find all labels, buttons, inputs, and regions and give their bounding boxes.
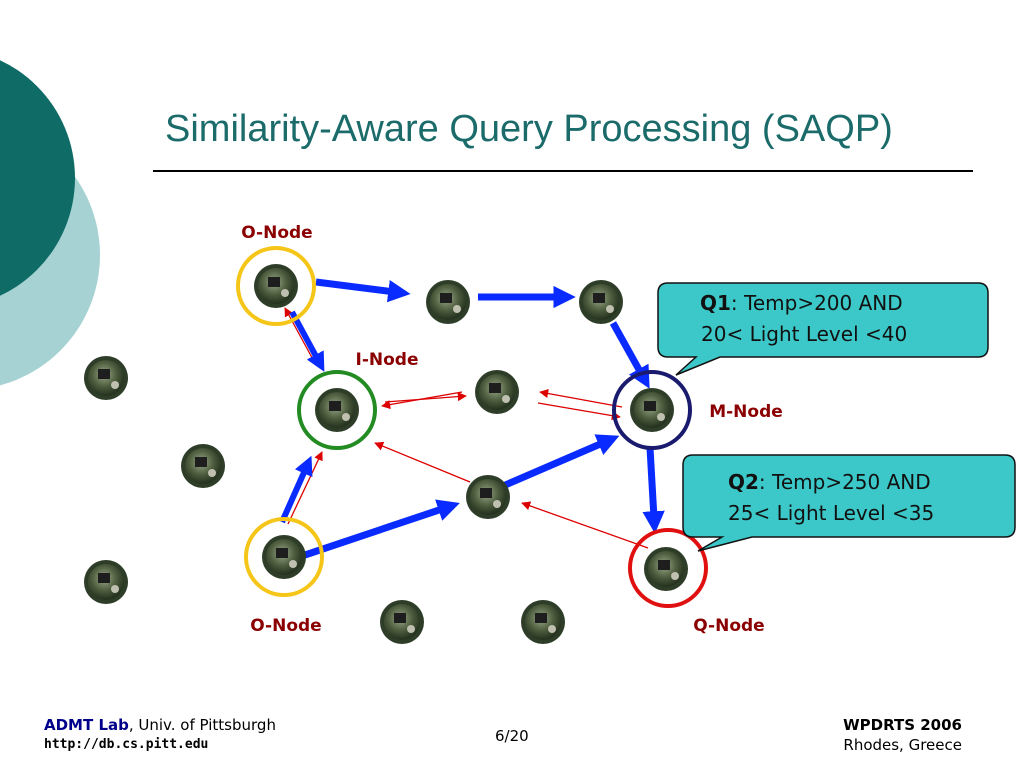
dark-teal-circle bbox=[0, 60, 75, 296]
thick-arrow-onode-to-top-mid bbox=[315, 278, 411, 303]
qnode-label: Q-Node bbox=[693, 616, 764, 636]
inode-ring bbox=[297, 370, 377, 450]
thin-arrow-mnode-to-center-a bbox=[539, 388, 623, 408]
thick-arrow-onode-bottom-to-lower bbox=[303, 499, 460, 559]
thick-arrow-top-right-to-mnode bbox=[609, 321, 650, 389]
q2-callout-box bbox=[682, 454, 1016, 552]
sensor-node-mnode bbox=[630, 388, 674, 432]
role-rings bbox=[236, 246, 708, 608]
page-number: 6/20 bbox=[495, 727, 529, 745]
thin-arrows bbox=[284, 307, 649, 549]
thin-arrow-center-to-inode bbox=[381, 391, 463, 410]
thin-arrow-onode-bottom-to-inode bbox=[287, 451, 323, 525]
sensor-node-inode bbox=[315, 388, 359, 432]
q1-callout: Q1: Temp>200 AND 20< Light Level <40 bbox=[657, 282, 989, 376]
svg-text:Q1: Temp>200 AND: Q1: Temp>200 AND bbox=[700, 291, 903, 315]
footer-conference: WPDRTS 2006 bbox=[843, 716, 962, 734]
sensor-node-left-2 bbox=[181, 444, 225, 488]
sensor-node-onode-bottom bbox=[262, 535, 306, 579]
footer-left: ADMT Lab, Univ. of Pittsburgh http://db.… bbox=[44, 715, 276, 755]
sensor-node-left-3 bbox=[84, 560, 128, 604]
onode-top-label: O-Node bbox=[241, 223, 312, 243]
title-underline bbox=[153, 170, 973, 172]
q1-line2: 20< Light Level <40 bbox=[701, 322, 907, 346]
sensor-node-top-mid bbox=[426, 280, 470, 324]
q1-callout-box bbox=[657, 282, 989, 376]
sensor-node-bottom-2 bbox=[521, 600, 565, 644]
thin-arrow-center-to-mnode bbox=[537, 402, 621, 421]
thick-arrows bbox=[279, 278, 665, 559]
footer-url[interactable]: http://db.cs.pitt.edu bbox=[44, 737, 209, 752]
sensor-node-onode-top bbox=[254, 264, 298, 308]
mnode-ring bbox=[612, 370, 692, 450]
sensor-node-left-1 bbox=[84, 356, 128, 400]
q1-id: Q1 bbox=[700, 291, 731, 315]
onode-bottom-label: O-Node bbox=[250, 616, 321, 636]
sensor-node-center bbox=[475, 370, 519, 414]
q1-line1: : Temp>200 AND bbox=[731, 291, 903, 315]
sensor-node-qnode bbox=[644, 547, 688, 591]
footer-location: Rhodes, Greece bbox=[843, 736, 962, 754]
thin-arrow-lower-to-inode bbox=[374, 441, 471, 483]
footer-lab-name: ADMT Lab bbox=[44, 716, 129, 734]
q2-callout: Q2: Temp>250 AND 25< Light Level <35 bbox=[682, 454, 1016, 552]
thick-arrow-onode-bottom-to-inode bbox=[279, 455, 313, 524]
sensor-node-bottom-1 bbox=[380, 600, 424, 644]
q2-line1: : Temp>250 AND bbox=[759, 470, 931, 494]
onode-top-ring bbox=[236, 246, 316, 326]
q2-id: Q2 bbox=[728, 470, 759, 494]
sensor-nodes bbox=[84, 264, 688, 644]
thick-arrow-lower-to-mnode bbox=[501, 434, 620, 490]
svg-text:Q2: Temp>250 AND: Q2: Temp>250 AND bbox=[728, 470, 931, 494]
footer-right: WPDRTS 2006 Rhodes, Greece bbox=[843, 715, 962, 755]
footer-affiliation: , Univ. of Pittsburgh bbox=[128, 716, 276, 734]
mnode-label: M-Node bbox=[709, 402, 783, 422]
onode-bottom-ring bbox=[244, 517, 324, 597]
qnode-ring bbox=[628, 528, 708, 608]
page-title: Similarity-Aware Query Processing (SAQP) bbox=[165, 108, 893, 150]
sensor-node-top-right bbox=[579, 280, 623, 324]
inode-label: I-Node bbox=[356, 350, 419, 370]
thin-arrow-qnode-to-lower bbox=[521, 501, 649, 549]
thick-arrow-mnode-to-qnode bbox=[642, 447, 665, 534]
sensor-node-lower-center bbox=[466, 475, 510, 519]
q2-line2: 25< Light Level <35 bbox=[728, 501, 934, 525]
